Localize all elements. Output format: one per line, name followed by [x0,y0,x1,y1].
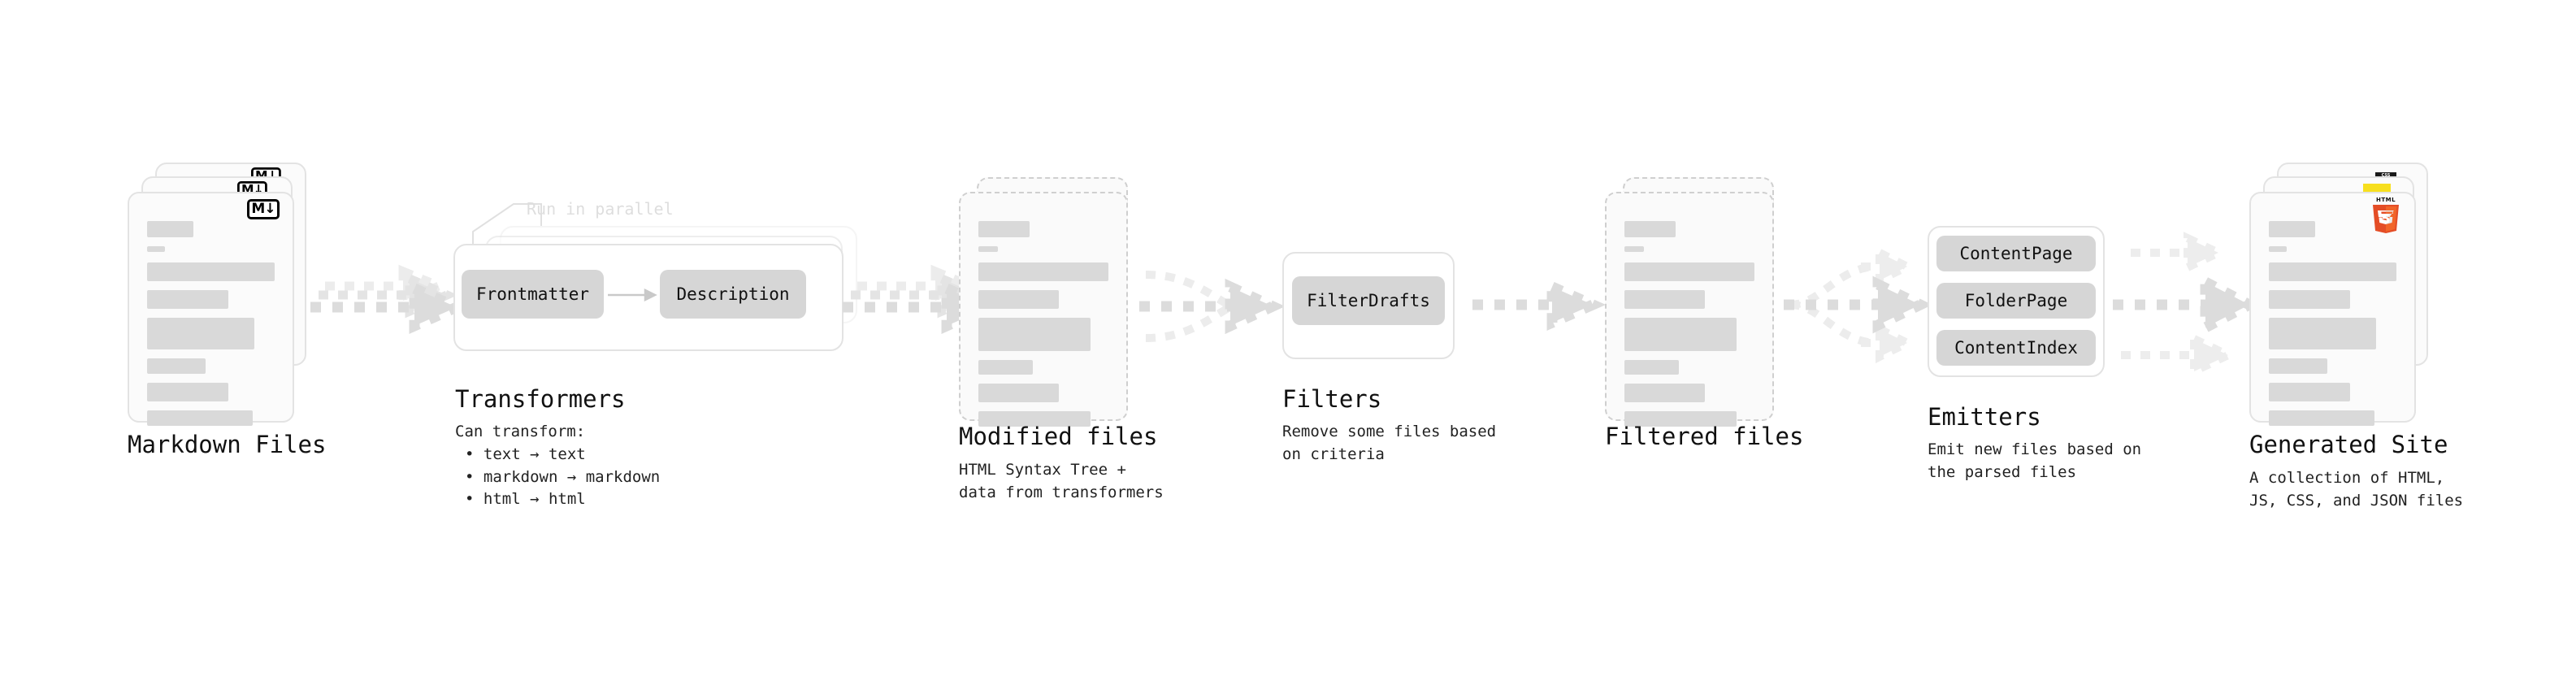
filtered-card-front [1605,192,1774,427]
modified-card-front [959,192,1128,427]
arrow-modified-to-filters-merge [1139,271,1286,342]
html5-logo-digit: 5 [2381,211,2390,227]
transformer-chip-description[interactable]: Description [660,270,806,319]
arrow-filters-to-filtered [1472,279,1607,331]
filter-chip-filterdrafts[interactable]: FilterDrafts [1292,276,1445,325]
stage-title-filtered-files: Filtered files [1605,423,1804,450]
stage-title-emitters: Emitters [1928,403,2041,431]
emitter-chip-contentindex[interactable]: ContentIndex [1936,330,2096,366]
css-logo-text: CSS [2382,173,2391,178]
stage-subtitle-transformers: Can transform: [455,423,586,440]
html5-logo-icon: HTML 5 [2373,197,2399,233]
run-in-parallel-label: Run in parallel [527,199,674,219]
stage-subtitle-generated-site: A collection of HTML, JS, CSS, and JSON … [2249,469,2464,510]
transformers-bullet-list: text → text markdown → markdown html → h… [465,444,660,511]
markdown-card-content [147,221,275,435]
markdown-logo-icon: M↓ [247,199,280,219]
modified-card-content [978,221,1108,436]
site-card-front-html [2249,192,2416,426]
generated-site-group: CSS HTML 5 [2249,163,2444,426]
markdown-files-group: M↓ M↓ M↓ [128,163,314,426]
html5-logo-text: HTML [2376,197,2396,203]
stage-title-filters: Filters [1282,385,1382,413]
stage-subtitle-filters: Remove some files based on criteria [1282,423,1497,463]
arrow-filtered-to-emitters-split [1784,245,1933,364]
arrow-markdown-to-transformers [310,264,471,334]
emitter-chip-contentpage[interactable]: ContentPage [1936,236,2096,271]
filtered-files-group [1605,177,1792,429]
stage-title-transformers: Transformers [455,385,626,413]
bullet-markdown-to-markdown: markdown → markdown [465,466,660,489]
modified-files-group [959,177,1146,429]
transformer-chip-frontmatter[interactable]: Frontmatter [462,270,604,319]
filtered-card-content [1624,221,1754,436]
arrow-emitters-to-site [2113,232,2262,378]
stage-subtitle-emitters: Emit new files based on the parsed files [1928,440,2142,481]
bullet-html-to-html: html → html [465,488,660,511]
stage-title-markdown-files: Markdown Files [128,431,327,458]
site-card-content [2269,221,2396,435]
bullet-text-to-text: text → text [465,444,660,466]
stage-title-generated-site: Generated Site [2249,431,2448,458]
run-in-parallel-bracket [472,203,542,258]
emitter-chip-folderpage[interactable]: FolderPage [1936,283,2096,319]
transformer-inner-arrow [608,288,657,302]
stage-subtitle-modified-files: HTML Syntax Tree + data from transformer… [959,461,1164,501]
markdown-card-front [128,192,294,426]
stage-title-modified-files: Modified files [959,423,1158,450]
